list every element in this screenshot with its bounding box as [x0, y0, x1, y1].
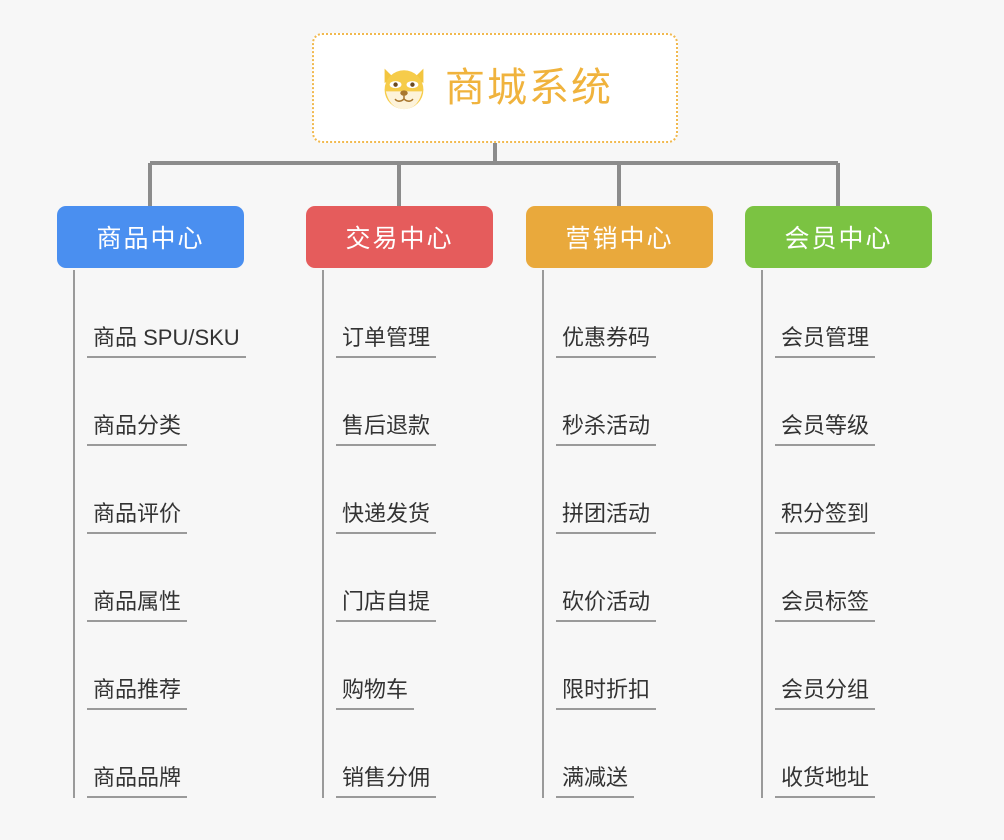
leaf-label: 积分签到: [775, 501, 876, 534]
leaf-label: 购物车: [336, 677, 415, 710]
list-item[interactable]: 砍价活动: [526, 534, 713, 622]
leaf-label: 会员标签: [775, 589, 876, 622]
branch-column-4: 会员中心 会员管理 会员等级 积分签到 会员标签 会员分组 收货地址: [745, 206, 932, 798]
list-item[interactable]: 销售分佣: [306, 710, 493, 798]
leaf-label: 商品 SPU/SKU: [87, 325, 246, 358]
list-item[interactable]: 商品分类: [57, 358, 246, 446]
branch-header-2[interactable]: 交易中心: [306, 206, 493, 268]
branch-column-2: 交易中心 订单管理 售后退款 快递发货 门店自提 购物车 销售分佣: [306, 206, 493, 798]
leaf-label: 商品评价: [87, 501, 188, 534]
leaf-label: 商品推荐: [87, 677, 188, 710]
leaf-list-3: 优惠券码 秒杀活动 拼团活动 砍价活动 限时折扣 满减送: [526, 270, 713, 798]
leaf-list-4: 会员管理 会员等级 积分签到 会员标签 会员分组 收货地址: [745, 270, 932, 798]
list-item[interactable]: 商品品牌: [57, 710, 246, 798]
branch-header-3[interactable]: 营销中心: [526, 206, 713, 268]
leaf-list-1: 商品 SPU/SKU 商品分类 商品评价 商品属性 商品推荐 商品品牌: [57, 270, 246, 798]
leaf-label: 满减送: [556, 765, 635, 798]
list-item[interactable]: 会员分组: [745, 622, 932, 710]
branch-column-3: 营销中心 优惠券码 秒杀活动 拼团活动 砍价活动 限时折扣 满减送: [526, 206, 713, 798]
list-item[interactable]: 拼团活动: [526, 446, 713, 534]
list-item[interactable]: 购物车: [306, 622, 493, 710]
list-item[interactable]: 收货地址: [745, 710, 932, 798]
leaf-label: 门店自提: [336, 589, 437, 622]
leaf-label: 会员等级: [775, 413, 876, 446]
leaf-label: 快递发货: [336, 501, 437, 534]
list-item[interactable]: 商品评价: [57, 446, 246, 534]
leaf-label: 秒杀活动: [556, 413, 657, 446]
list-item[interactable]: 会员管理: [745, 270, 932, 358]
leaf-list-2: 订单管理 售后退款 快递发货 门店自提 购物车 销售分佣: [306, 270, 493, 798]
leaf-label: 商品品牌: [87, 765, 188, 798]
leaf-label: 商品属性: [87, 589, 188, 622]
list-item[interactable]: 商品推荐: [57, 622, 246, 710]
dog-face-emoji: [384, 68, 424, 111]
list-item[interactable]: 积分签到: [745, 446, 932, 534]
list-item[interactable]: 商品 SPU/SKU: [57, 270, 246, 358]
leaf-label: 优惠券码: [556, 325, 657, 358]
leaf-label: 砍价活动: [556, 589, 657, 622]
leaf-label: 订单管理: [336, 325, 437, 358]
leaf-label: 会员分组: [775, 677, 876, 710]
list-item[interactable]: 优惠券码: [526, 270, 713, 358]
branch-header-4[interactable]: 会员中心: [745, 206, 932, 268]
leaf-label: 售后退款: [336, 413, 437, 446]
branch-column-1: 商品中心 商品 SPU/SKU 商品分类 商品评价 商品属性 商品推荐 商品品牌: [57, 206, 246, 798]
list-item[interactable]: 快递发货: [306, 446, 493, 534]
leaf-label: 销售分佣: [336, 765, 437, 798]
list-item[interactable]: 秒杀活动: [526, 358, 713, 446]
leaf-label: 商品分类: [87, 413, 188, 446]
leaf-label: 限时折扣: [556, 677, 657, 710]
list-item[interactable]: 会员标签: [745, 534, 932, 622]
leaf-label: 会员管理: [775, 325, 876, 358]
list-item[interactable]: 订单管理: [306, 270, 493, 358]
list-item[interactable]: 门店自提: [306, 534, 493, 622]
list-item[interactable]: 会员等级: [745, 358, 932, 446]
root-title: 商城系统: [445, 66, 613, 110]
branch-header-1[interactable]: 商品中心: [57, 206, 244, 268]
list-item[interactable]: 商品属性: [57, 534, 246, 622]
leaf-label: 收货地址: [775, 765, 876, 798]
list-item[interactable]: 限时折扣: [526, 622, 713, 710]
list-item[interactable]: 满减送: [526, 710, 713, 798]
list-item[interactable]: 售后退款: [306, 358, 493, 446]
leaf-label: 拼团活动: [556, 501, 657, 534]
root-node[interactable]: 商城系统: [312, 33, 678, 143]
